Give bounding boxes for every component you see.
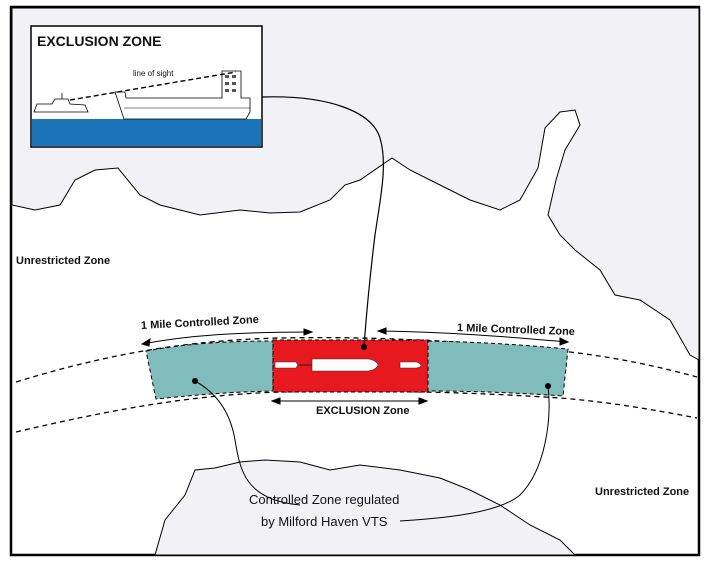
- controlled-right-marker-dot: [545, 383, 551, 389]
- unrestricted-zone-label-right: Unrestricted Zone: [595, 486, 690, 498]
- inset-title: EXCLUSION ZONE: [37, 33, 162, 49]
- inset-large-vessel: [114, 70, 251, 120]
- inset-line-of-sight-label: line of sight: [133, 69, 174, 78]
- exclusion-zone-label: EXCLUSION Zone: [316, 405, 410, 417]
- caption-line-1: Controlled Zone regulated: [249, 492, 400, 507]
- south-landmass: [154, 459, 577, 556]
- controlled-zone-right: [427, 340, 569, 397]
- inset-small-vessel: [33, 98, 89, 113]
- exclusion-marker-dot: [361, 344, 367, 350]
- inset-water: [32, 119, 261, 146]
- unrestricted-zone-label-left: Unrestricted Zone: [16, 255, 111, 267]
- controlled-zone-left: [145, 340, 274, 400]
- exclusion-zone-inset: [30, 25, 263, 148]
- controlled-left-marker-dot: [192, 378, 198, 384]
- controlled-left-span-arrow: [140, 328, 314, 347]
- inset-line-of-sight: [69, 71, 237, 101]
- exclusion-span-arrow: [270, 397, 429, 405]
- caption-line-2: by Milford Haven VTS: [261, 514, 388, 529]
- caption-leader-left: [194, 380, 301, 506]
- tanker-vessel: [311, 358, 379, 372]
- escort-vessel-right: [399, 361, 422, 369]
- tug-vessel-left: [274, 361, 299, 369]
- controlled-right-span-arrow: [376, 327, 570, 346]
- inset-leader-line: [261, 96, 384, 347]
- caption-leader-right: [399, 385, 550, 522]
